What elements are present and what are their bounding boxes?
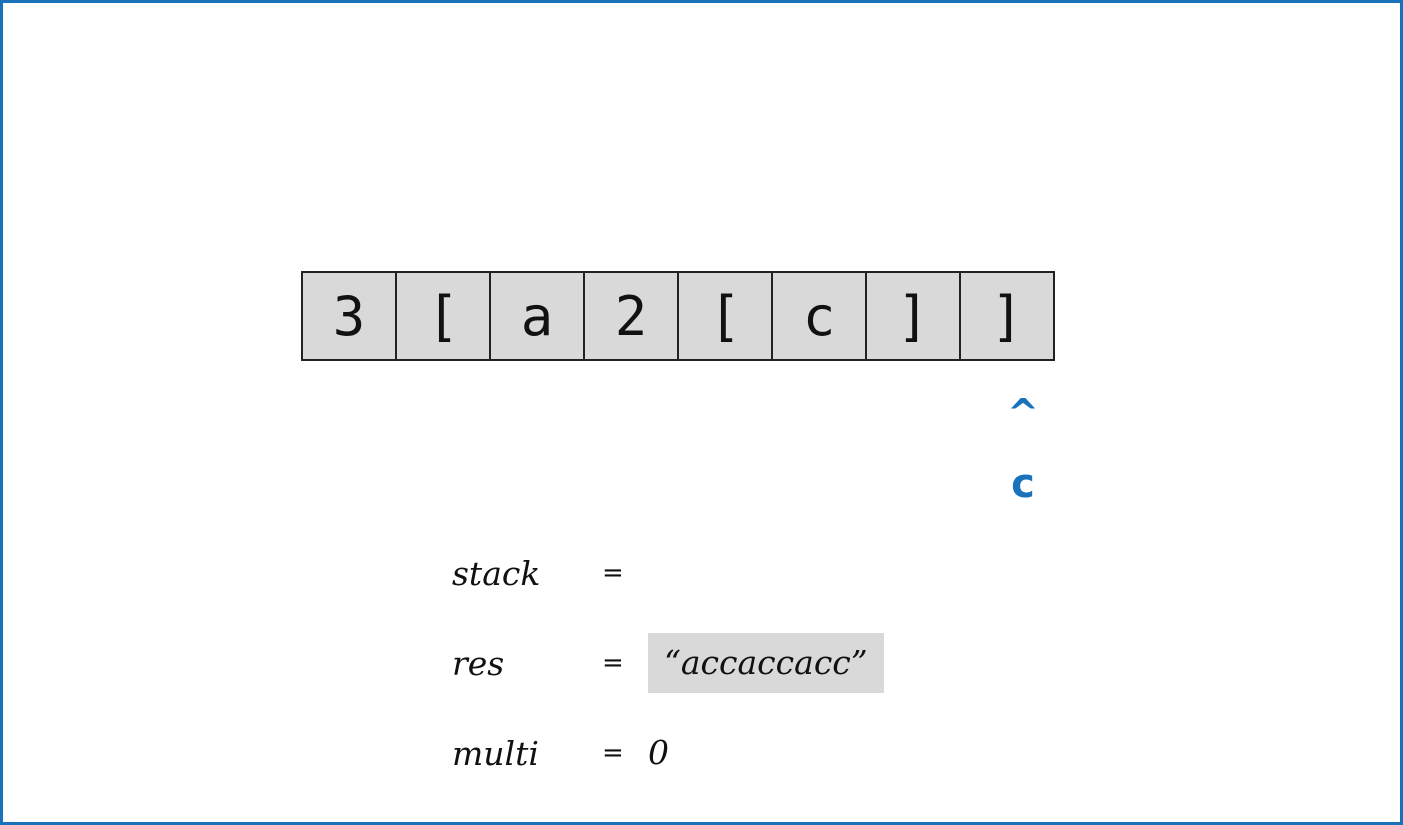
pointer-label: c bbox=[1011, 461, 1035, 507]
variable-row-stack: stack = bbox=[452, 543, 648, 603]
variable-eq-stack: = bbox=[602, 558, 624, 588]
string-cell-0: 3 bbox=[301, 271, 397, 361]
variable-name-multi: multi bbox=[452, 733, 539, 773]
string-cell-4: [ bbox=[677, 271, 773, 361]
string-cell-5: c bbox=[771, 271, 867, 361]
string-cells: 3 [ a 2 [ c ] ] bbox=[301, 271, 1055, 361]
variable-value-multi: 0 bbox=[648, 733, 669, 772]
string-cell-2: a bbox=[489, 271, 585, 361]
string-cell-1: [ bbox=[395, 271, 491, 361]
pointer-caret-icon: ^ bbox=[1007, 391, 1039, 435]
variable-eq-multi: = bbox=[602, 738, 624, 768]
variable-name-stack: stack bbox=[452, 553, 541, 593]
variable-eq-res: = bbox=[602, 648, 624, 678]
variable-row-res: res = “accaccacc” bbox=[452, 633, 884, 693]
string-cell-6: ] bbox=[865, 271, 961, 361]
variable-value-res: “accaccacc” bbox=[648, 633, 884, 693]
string-cell-3: 2 bbox=[583, 271, 679, 361]
variable-name-res: res bbox=[452, 643, 505, 683]
string-cell-7: ] bbox=[959, 271, 1055, 361]
variable-row-multi: multi = 0 bbox=[452, 723, 669, 783]
